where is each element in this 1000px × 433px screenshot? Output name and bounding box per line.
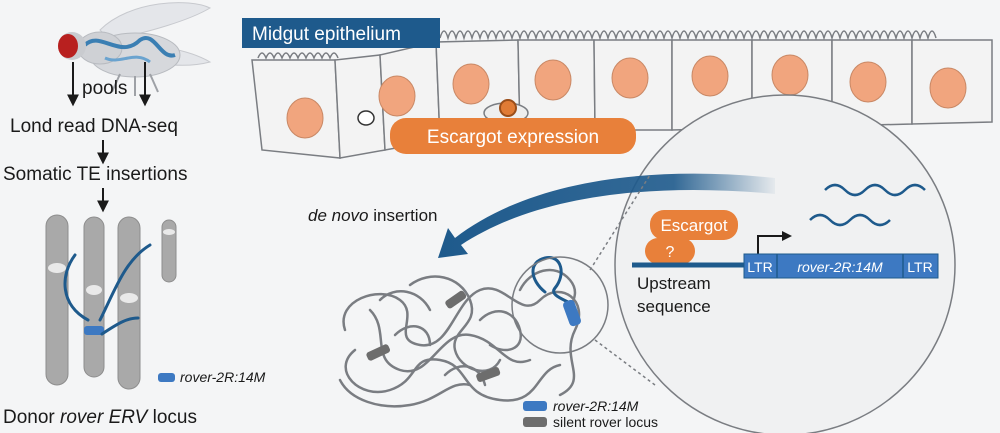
midgut-title: Midgut epithelium — [252, 24, 401, 45]
legend-left-swatch — [158, 373, 175, 382]
zoom-source-circle — [511, 256, 609, 354]
transcription-start-arrow — [757, 231, 792, 254]
donor-locus-marker — [84, 326, 104, 335]
legend-left-label: rover-2R:14M — [180, 369, 266, 385]
legend-gray-label: silent rover locus — [553, 414, 658, 430]
chromatin-blue-loop — [531, 256, 570, 304]
upstream-line2: sequence — [637, 297, 711, 316]
de-novo-insertion-label: de novo insertion — [308, 206, 437, 225]
microvilli — [257, 30, 937, 61]
escargot-expression-banner — [390, 118, 636, 154]
upstream-line1: Upstream — [637, 274, 711, 293]
de-novo-insertion-arrow — [438, 173, 775, 258]
zoom-connector-bottom — [594, 339, 656, 386]
ltr-left-label: LTR — [747, 259, 772, 275]
pools-label: pools — [82, 78, 127, 99]
escargot-protein — [650, 210, 738, 240]
donor-label: Donor rover ERV locus — [3, 407, 197, 428]
step-somatic: Somatic TE insertions — [3, 164, 187, 185]
zoom-connector-top — [589, 174, 651, 271]
chromatin-tangle — [338, 268, 581, 408]
legend-blue-swatch — [523, 401, 547, 411]
unknown-factor — [645, 238, 695, 264]
inserted-rover-locus — [563, 299, 581, 327]
midgut-epithelium — [251, 30, 993, 159]
rover-element-label: rover-2R:14M — [797, 259, 883, 275]
insertion-arcs — [63, 243, 152, 336]
escargot-protein-label: Escargot — [660, 216, 727, 235]
step-long-read: Lond read DNA-seq — [10, 116, 178, 137]
escargot-expression-label: Escargot expression — [427, 127, 599, 148]
midgut-title-box — [242, 18, 440, 48]
fly-illustration — [58, 2, 212, 96]
ltr-right-label: LTR — [907, 259, 932, 275]
rna-transcripts — [809, 183, 926, 227]
unknown-factor-label: ? — [666, 244, 675, 261]
silent-rover-loci — [366, 290, 501, 382]
legend-blue-label: rover-2R:14M — [553, 398, 639, 414]
legend-gray-swatch — [523, 417, 547, 427]
chromosome-set — [45, 214, 177, 390]
